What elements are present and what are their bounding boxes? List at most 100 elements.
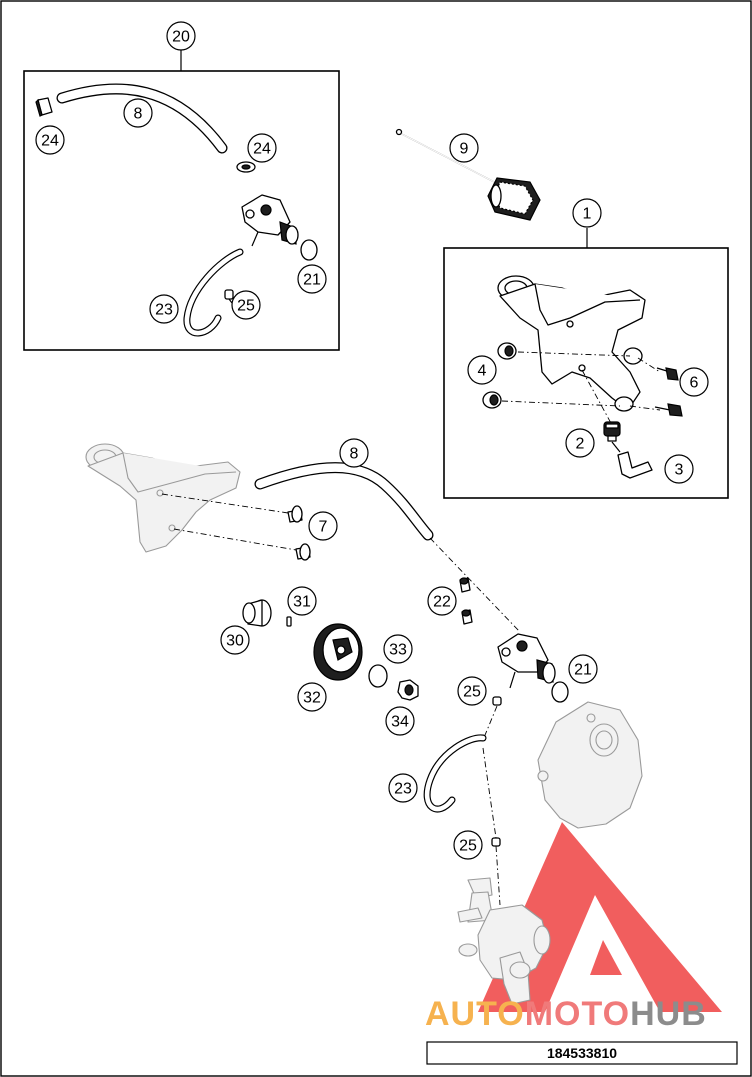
inset-small-clamp <box>224 289 234 304</box>
callout-circle <box>247 133 277 163</box>
dowel-pin <box>286 616 292 627</box>
inset-hose-clamp-left <box>35 97 53 117</box>
watermark-text-auto: AUTO <box>425 995 525 1033</box>
inset-screws <box>654 367 683 417</box>
callout-4: 4 <box>467 355 497 385</box>
callout-7: 7 <box>308 511 338 541</box>
callout-3: 3 <box>664 454 694 484</box>
callout-label: 20 <box>172 29 190 46</box>
fuel-cap-with-rod <box>395 128 541 221</box>
inset-breather-hose <box>183 248 244 337</box>
callout-label: 24 <box>41 133 59 150</box>
o-ring-fuel-tap <box>551 681 569 703</box>
callout-34: 34 <box>385 706 415 736</box>
callout-label: 6 <box>690 375 699 392</box>
watermark-text-hub: HUB <box>630 995 707 1033</box>
callout-circle <box>149 294 179 324</box>
callout-circle <box>388 773 418 803</box>
fuel-hose <box>254 462 434 541</box>
callout-20: 20 <box>166 21 196 51</box>
callout-label: 21 <box>303 272 321 289</box>
callout-label: 23 <box>155 302 173 319</box>
watermark-logo <box>478 822 722 1012</box>
inset-fuel-tap <box>241 194 299 247</box>
carburetor <box>457 877 551 1005</box>
callout-24: 24 <box>247 133 277 163</box>
callout-label: 32 <box>303 690 321 707</box>
callout-circle <box>287 586 317 616</box>
callout-9: 9 <box>449 133 479 163</box>
callout-circle <box>679 367 709 397</box>
callout-8: 8 <box>123 98 153 128</box>
dash-clamp-to-carb <box>495 845 501 906</box>
callout-25: 25 <box>231 290 261 320</box>
callout-label: 23 <box>394 781 412 798</box>
callout-circle <box>231 290 261 320</box>
callout-circle <box>297 264 327 294</box>
flywheel <box>313 623 363 681</box>
inset-elbow-fitting <box>611 441 653 479</box>
inset-hose-clamp-right <box>236 161 256 173</box>
callout-label: 31 <box>293 594 311 611</box>
callout-25: 25 <box>457 676 487 706</box>
inset-dash-d <box>637 357 661 373</box>
dash-hose-to-tap <box>429 537 521 633</box>
callout-label: 33 <box>389 642 407 659</box>
fuel-tank <box>85 443 241 553</box>
callout-circle <box>385 706 415 736</box>
callout-circle <box>449 133 479 163</box>
callout-label: 25 <box>463 684 481 701</box>
tank-mount-bolts <box>287 505 311 561</box>
inset-dash-c <box>581 369 613 426</box>
o-ring <box>368 664 388 688</box>
callout-6: 6 <box>679 367 709 397</box>
callout-21: 21 <box>568 654 598 684</box>
callout-21: 21 <box>297 264 327 294</box>
callout-circle <box>565 428 595 458</box>
callout-label: 24 <box>253 141 271 158</box>
callout-circle <box>383 634 413 664</box>
fuel-tap <box>497 633 556 689</box>
callout-label: 4 <box>478 363 487 380</box>
callout-33: 33 <box>383 634 413 664</box>
watermark-logo-mark <box>478 822 722 1012</box>
dash-hose-to-carb <box>482 747 497 839</box>
callout-23: 23 <box>149 294 179 324</box>
callout-circle <box>568 654 598 684</box>
watermark-text: AUTOMOTOHUB <box>425 995 707 1033</box>
engine-cover <box>537 701 643 829</box>
callout-label: 8 <box>134 106 143 123</box>
hose-clamp-lower <box>491 837 501 847</box>
inset-dash-b <box>501 400 621 407</box>
hose-clamp-upper <box>492 696 502 706</box>
callout-25: 25 <box>453 830 483 860</box>
callout-circle <box>427 586 457 616</box>
callout-circle <box>572 198 602 228</box>
inset-o-ring <box>300 239 318 261</box>
callout-label: 2 <box>576 436 585 453</box>
breather-hose <box>423 734 487 813</box>
callout-circle <box>457 676 487 706</box>
callout-31: 31 <box>287 586 317 616</box>
inset-fuel-hose <box>56 83 228 154</box>
callout-circle <box>664 454 694 484</box>
bushing <box>242 599 272 627</box>
callout-circle <box>166 21 196 51</box>
callout-label: 8 <box>350 446 359 463</box>
callout-label: 25 <box>459 838 477 855</box>
reference-number: 184533810 <box>547 1045 617 1061</box>
callout-23: 23 <box>388 773 418 803</box>
callout-8: 8 <box>339 438 369 468</box>
callout-label: 30 <box>226 633 244 650</box>
inset-frame-1 <box>443 247 729 499</box>
inset-dash-a <box>517 351 631 357</box>
watermark-logo-notch <box>590 940 622 975</box>
callout-24: 24 <box>35 125 65 155</box>
callout-label: 22 <box>433 594 451 611</box>
callout-32: 32 <box>297 682 327 712</box>
reference-box <box>426 1041 738 1065</box>
callout-30: 30 <box>220 625 250 655</box>
inset-dash-e <box>629 405 661 411</box>
callout-1: 1 <box>572 198 602 228</box>
